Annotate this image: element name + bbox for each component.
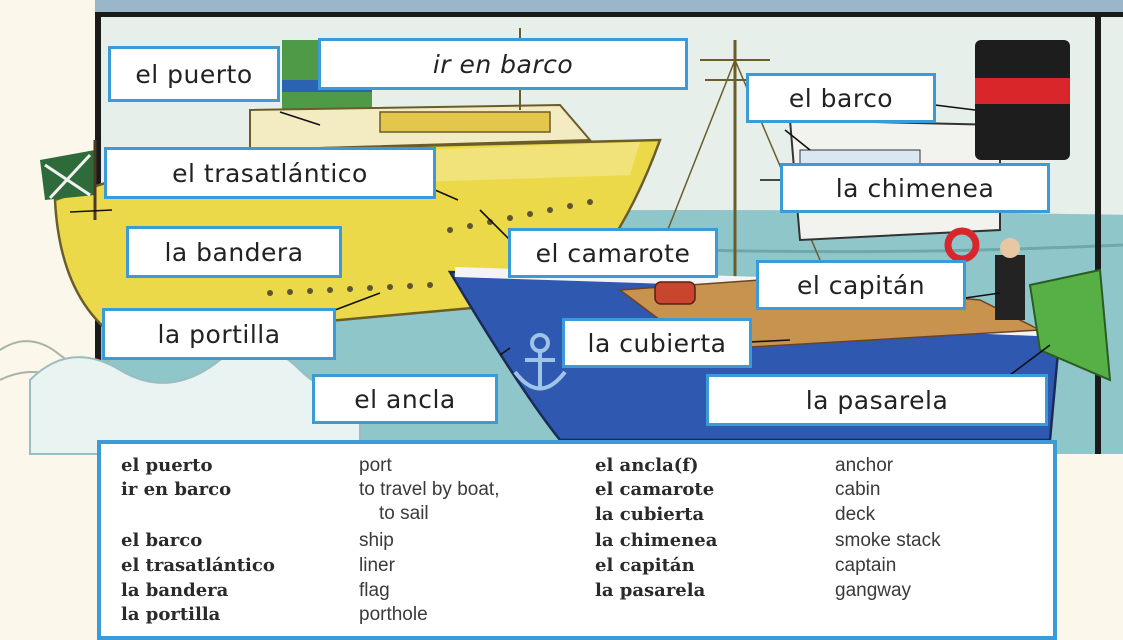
label-el-trasatlantico: el trasatlántico <box>104 147 436 199</box>
glossary-translation: captain <box>835 555 897 576</box>
glossary-term: la portilla <box>121 604 221 625</box>
glossary-translation: port <box>359 455 392 476</box>
glossary-translation: porthole <box>359 604 428 625</box>
label-la-portilla: la portilla <box>102 308 336 360</box>
glossary-term: ir en barco <box>121 479 232 500</box>
glossary-translation: flag <box>359 580 390 601</box>
label-la-chimenea: la chimenea <box>780 163 1050 213</box>
label-el-ancla: el ancla <box>312 374 498 424</box>
label-la-pasarela: la pasarela <box>706 374 1048 426</box>
gangway-shape <box>1028 268 1112 382</box>
glossary-translation-continued: to sail <box>379 503 429 524</box>
glossary-term: el ancla(f) <box>595 455 699 476</box>
glossary-term: el camarote <box>595 479 715 500</box>
glossary-translation: ship <box>359 530 394 551</box>
anchor-shape <box>513 333 567 391</box>
label-el-capitan: el capitán <box>756 260 966 310</box>
glossary-term: la pasarela <box>595 580 706 601</box>
label-el-camarote: el camarote <box>508 228 718 278</box>
glossary-translation: anchor <box>835 455 894 476</box>
glossary-term: el trasatlántico <box>121 555 275 576</box>
glossary-term: el puerto <box>121 455 213 476</box>
glossary-term: el capitán <box>595 555 695 576</box>
captain-figure <box>995 255 1025 320</box>
label-ir-en-barco: ir en barco <box>318 38 688 90</box>
label-el-barco: el barco <box>746 73 936 123</box>
label-la-cubierta: la cubierta <box>562 318 752 368</box>
glossary-term: la bandera <box>121 580 229 601</box>
glossary-term: la cubierta <box>595 504 705 525</box>
label-la-bandera: la bandera <box>126 226 342 278</box>
glossary-translation: cabin <box>835 479 881 500</box>
glossary-translation: deck <box>835 504 876 525</box>
glossary-term: el barco <box>121 530 203 551</box>
glossary-box: el puerto port ir en barco to travel by … <box>97 440 1057 640</box>
glossary-term: la chimenea <box>595 530 718 551</box>
glossary-translation: smoke stack <box>835 530 941 551</box>
glossary-translation: liner <box>359 555 395 576</box>
label-el-puerto: el puerto <box>108 46 280 102</box>
glossary-translation: gangway <box>835 580 912 601</box>
glossary-translation: to travel by boat, <box>359 479 500 500</box>
